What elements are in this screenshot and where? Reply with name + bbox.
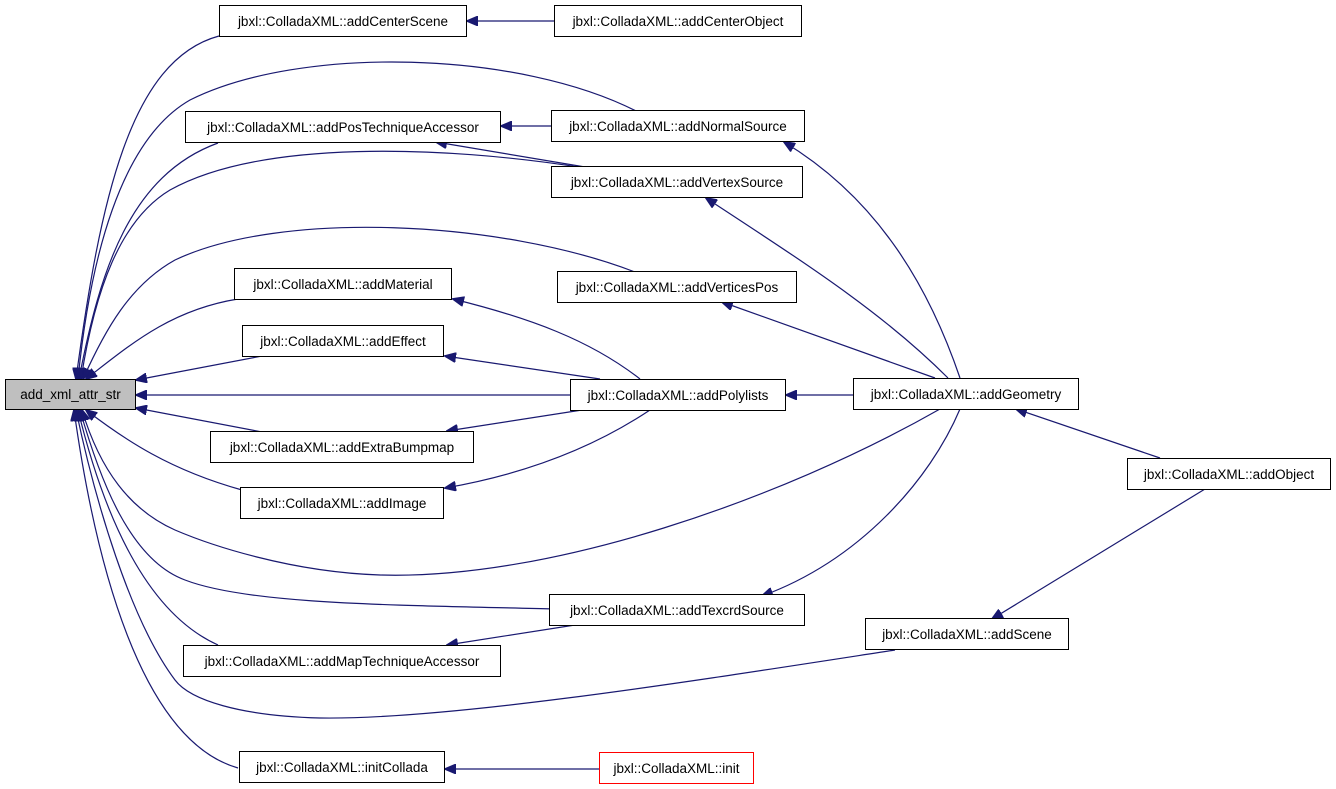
node-init-collada[interactable]: jbxl::ColladaXML::initCollada bbox=[239, 751, 445, 783]
node-add-pos-technique-accessor[interactable]: jbxl::ColladaXML::addPosTechniqueAccesso… bbox=[185, 111, 501, 143]
edge-addEffect-to-root bbox=[136, 355, 263, 380]
edge-addVertexSource-to-root bbox=[81, 150, 586, 379]
edge-addGeometry-to-addVertexSource bbox=[706, 198, 949, 379]
edge-initCollada-to-root bbox=[74, 410, 239, 769]
node-add-map-technique-accessor[interactable]: jbxl::ColladaXML::addMapTechniqueAccesso… bbox=[183, 645, 501, 677]
edge-addVerticesPos-to-root bbox=[83, 226, 636, 379]
node-add-texcrd-source[interactable]: jbxl::ColladaXML::addTexcrdSource bbox=[549, 594, 805, 626]
edge-addMapTechniqueAccessor-to-addTexcrdSource bbox=[447, 624, 576, 645]
edge-addGeometry-to-addTexcrdSource bbox=[762, 408, 961, 596]
node-add-effect[interactable]: jbxl::ColladaXML::addEffect bbox=[242, 325, 444, 357]
edge-addMaterial-to-root bbox=[86, 298, 239, 379]
node-add-geometry[interactable]: jbxl::ColladaXML::addGeometry bbox=[853, 378, 1079, 410]
node-add-extra-bumpmap[interactable]: jbxl::ColladaXML::addExtraBumpmap bbox=[210, 431, 474, 463]
node-init[interactable]: jbxl::ColladaXML::init bbox=[599, 752, 754, 784]
edge-addObject-to-addGeometry bbox=[1016, 409, 1161, 459]
node-add-polylists[interactable]: jbxl::ColladaXML::addPolylists bbox=[570, 379, 786, 411]
edge-addGeometry-to-addNormalSource bbox=[784, 142, 961, 379]
edge-addGeometry-to-addVerticesPos bbox=[722, 302, 936, 379]
node-add-scene[interactable]: jbxl::ColladaXML::addScene bbox=[865, 618, 1069, 650]
node-add-image[interactable]: jbxl::ColladaXML::addImage bbox=[240, 487, 444, 519]
edge-addNormalSource-to-root bbox=[78, 61, 641, 379]
edge-addExtraBumpmap-to-root bbox=[136, 408, 263, 433]
edge-addImage-to-root bbox=[86, 410, 243, 491]
edge-addGeometry-to-root bbox=[82, 409, 941, 576]
edge-addTexcrdSource-to-root bbox=[80, 410, 556, 610]
node-add-object[interactable]: jbxl::ColladaXML::addObject bbox=[1127, 458, 1331, 490]
edge-addMapTechniqueAccessor-to-root bbox=[78, 410, 219, 646]
node-add-center-scene[interactable]: jbxl::ColladaXML::addCenterScene bbox=[219, 5, 467, 37]
edge-addPosTechniqueAccessor-to-root bbox=[79, 142, 219, 379]
edge-addPolylists-to-addEffect bbox=[445, 356, 601, 380]
edge-addObject-to-addScene bbox=[992, 488, 1206, 619]
node-add-center-object[interactable]: jbxl::ColladaXML::addCenterObject bbox=[554, 5, 802, 37]
node-add-vertices-pos[interactable]: jbxl::ColladaXML::addVerticesPos bbox=[557, 271, 797, 303]
node-add-material[interactable]: jbxl::ColladaXML::addMaterial bbox=[234, 268, 452, 300]
edge-addPolylists-to-addExtraBumpmap bbox=[447, 409, 583, 431]
edge-addScene-to-root bbox=[76, 410, 896, 719]
node-add-vertex-source[interactable]: jbxl::ColladaXML::addVertexSource bbox=[551, 166, 803, 198]
edge-addPolylists-to-addMaterial bbox=[453, 299, 641, 380]
edge-addVertexSource-to-addPosTechniqueAccessor bbox=[436, 142, 586, 168]
node-add-xml-attr-str: add_xml_attr_str bbox=[5, 379, 136, 410]
edge-addPolylists-to-addImage bbox=[445, 409, 651, 488]
node-add-normal-source[interactable]: jbxl::ColladaXML::addNormalSource bbox=[551, 110, 805, 142]
edge-addCenterScene-to-root bbox=[76, 35, 220, 379]
